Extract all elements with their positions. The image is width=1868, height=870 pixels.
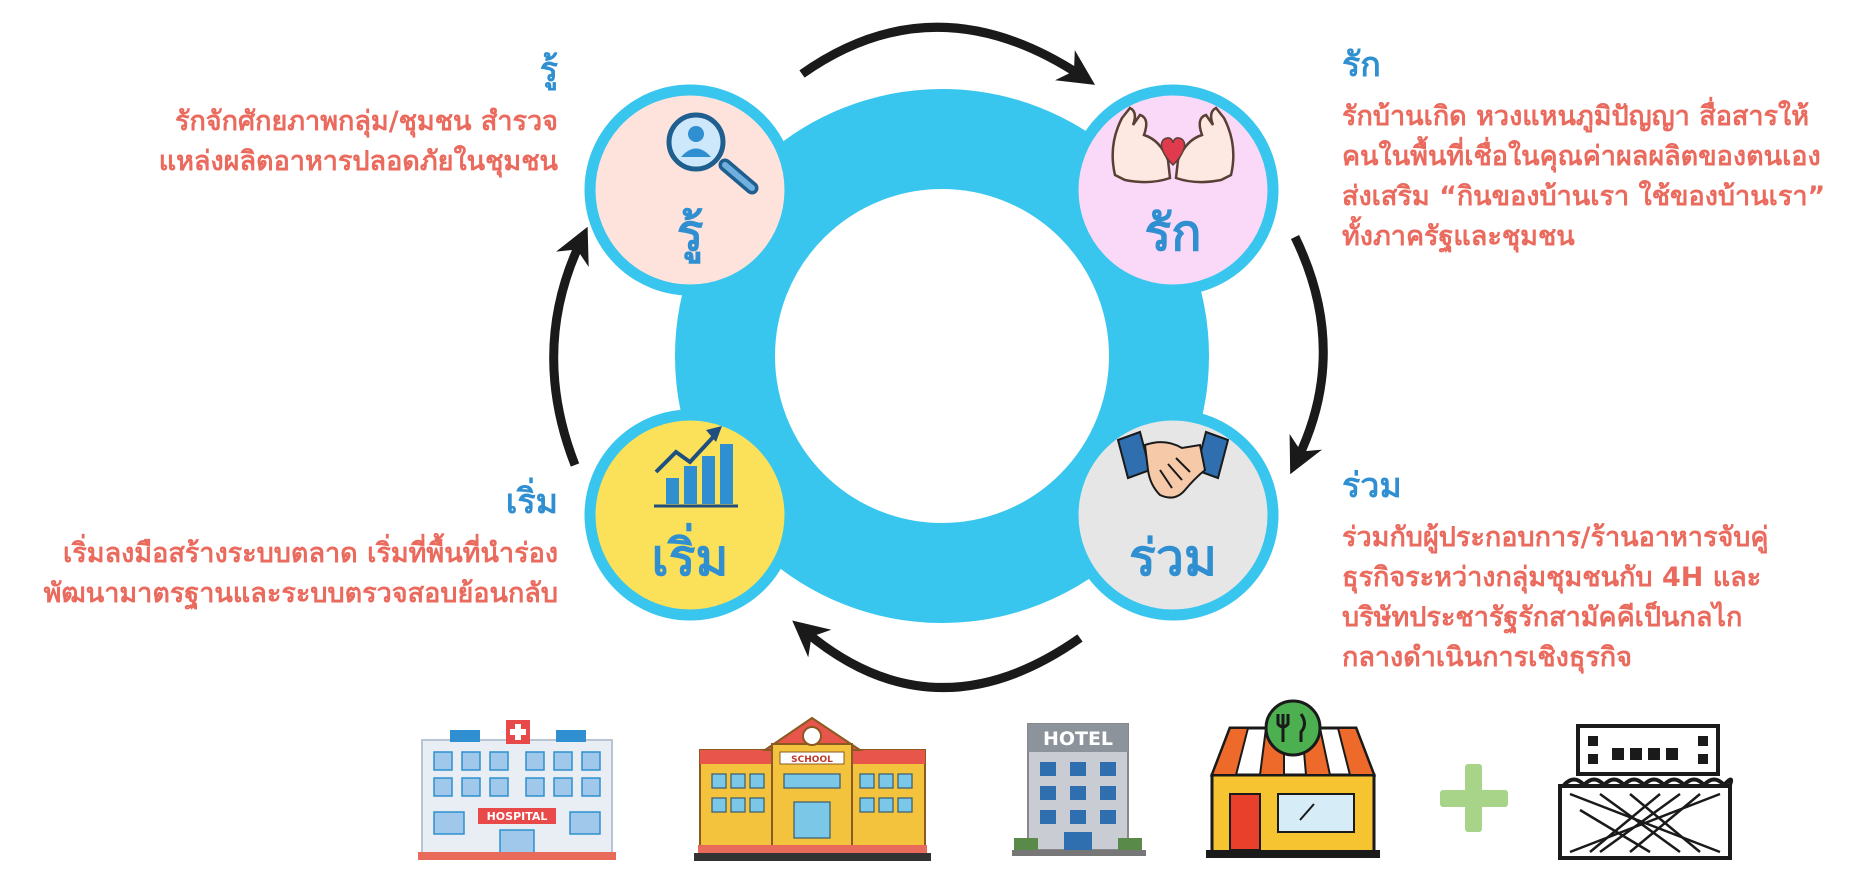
node-ru: รู้ xyxy=(590,205,790,265)
rak-description-line: ส่งเสริม “กินของบ้านเรา ใช้ของบ้านเรา” xyxy=(1342,181,1826,212)
restaurant-icon xyxy=(1206,699,1380,858)
ru-heading: รู้ xyxy=(539,50,558,90)
hotel-icon: HOTEL xyxy=(1012,723,1146,856)
hospital-sign: HOSPITAL xyxy=(487,810,548,823)
roem-description-line: เริ่มลงมือสร้างระบบตลาด เริ่มที่พื้นที่น… xyxy=(63,538,558,569)
central-ring xyxy=(675,89,1209,623)
ruam-description-line: ธุรกิจระหว่างกลุ่มชุมชนกับ 4H และ xyxy=(1342,562,1762,593)
rak-description-line: ทั้งภาครัฐและชุมชน xyxy=(1342,221,1575,252)
roem-description: เริ่มลงมือสร้างระบบตลาด เริ่มที่พื้นที่น… xyxy=(44,534,558,614)
plus-icon xyxy=(1440,764,1508,832)
ruam-description-line: บริษัทประชารัฐรักสามัคคีเป็นกลไก xyxy=(1342,602,1743,633)
rak-description-line: รักบ้านเกิด หวงแหนภูมิปัญญา สื่อสารให้ xyxy=(1342,101,1810,132)
roem-description-line: พัฒนามาตรฐานและระบบตรวจสอบย้อนกลับ xyxy=(43,578,558,609)
arrow-ruam-to-roem xyxy=(792,620,1083,692)
school-sign: SCHOOL xyxy=(791,755,833,765)
ruam-text-block: ร่วม ร่วมกับผู้ประกอบการ/ร้านอาหารจับคู่… xyxy=(1342,466,1768,678)
growth-chart-icon xyxy=(654,426,738,508)
market-building-icon xyxy=(1558,724,1734,860)
node-roem-label: เริ่ม xyxy=(651,529,729,587)
ruam-description: ร่วมกับผู้ประกอบการ/ร้านอาหารจับคู่ ธุรก… xyxy=(1342,518,1768,678)
hotel-sign: HOTEL xyxy=(1043,728,1113,750)
node-roem-circle xyxy=(584,409,796,621)
ru-description-line: รักจักศักยภาพกลุ่ม/ชุมชน สำรวจ xyxy=(174,106,558,137)
buildings-row: HOSPITAL SCHOOL HOTEL xyxy=(418,699,1734,861)
arrow-rak-to-ruam xyxy=(1289,235,1328,475)
rak-description: รักบ้านเกิด หวงแหนภูมิปัญญา สื่อสารให้ ค… xyxy=(1342,97,1825,257)
node-roem: เริ่ม xyxy=(590,530,790,590)
magnifier-person-icon xyxy=(666,112,759,195)
node-ruam: ร่วม xyxy=(1073,530,1273,590)
ru-description: รักจักศักยภาพกลุ่ม/ชุมชน สำรวจ แหล่งผลิต… xyxy=(159,102,558,182)
roem-heading: เริ่ม xyxy=(505,482,558,522)
node-ruam-label: ร่วม xyxy=(1129,529,1217,587)
node-ru-label: รู้ xyxy=(676,204,704,262)
node-rak-label: รัก xyxy=(1144,204,1202,262)
rak-description-line: คนในพื้นที่เชื่อในคุณค่าผลผลิตของตนเอง xyxy=(1342,141,1821,172)
ru-text-block: รู้ รักจักศักยภาพกลุ่ม/ชุมชน สำรวจ แหล่ง… xyxy=(159,50,558,182)
node-rak: รัก xyxy=(1073,205,1273,265)
handshake-icon xyxy=(1116,430,1230,499)
school-icon: SCHOOL xyxy=(694,716,931,861)
node-ruam-circle xyxy=(1067,409,1279,621)
ruam-description-line: ร่วมกับผู้ประกอบการ/ร้านอาหารจับคู่ xyxy=(1342,522,1769,553)
ruam-heading: ร่วม xyxy=(1342,466,1402,506)
roem-text-block: เริ่ม เริ่มลงมือสร้างระบบตลาด เริ่มที่พื… xyxy=(44,482,558,614)
arrow-ru-to-rak xyxy=(799,22,1096,85)
node-ru-circle xyxy=(584,84,796,296)
ruam-description-line: กลางดำเนินการเชิงธุรกิจ xyxy=(1342,642,1632,673)
rak-text-block: รัก รักบ้านเกิด หวงแหนภูมิปัญญา สื่อสารใ… xyxy=(1342,45,1825,257)
ru-description-line: แหล่งผลิตอาหารปลอดภัยในชุมชน xyxy=(158,146,558,177)
arrow-roem-to-ru xyxy=(549,226,589,467)
hospital-icon: HOSPITAL xyxy=(418,720,616,860)
heart-hands-icon xyxy=(1111,106,1235,184)
rak-heading: รัก xyxy=(1342,45,1381,85)
